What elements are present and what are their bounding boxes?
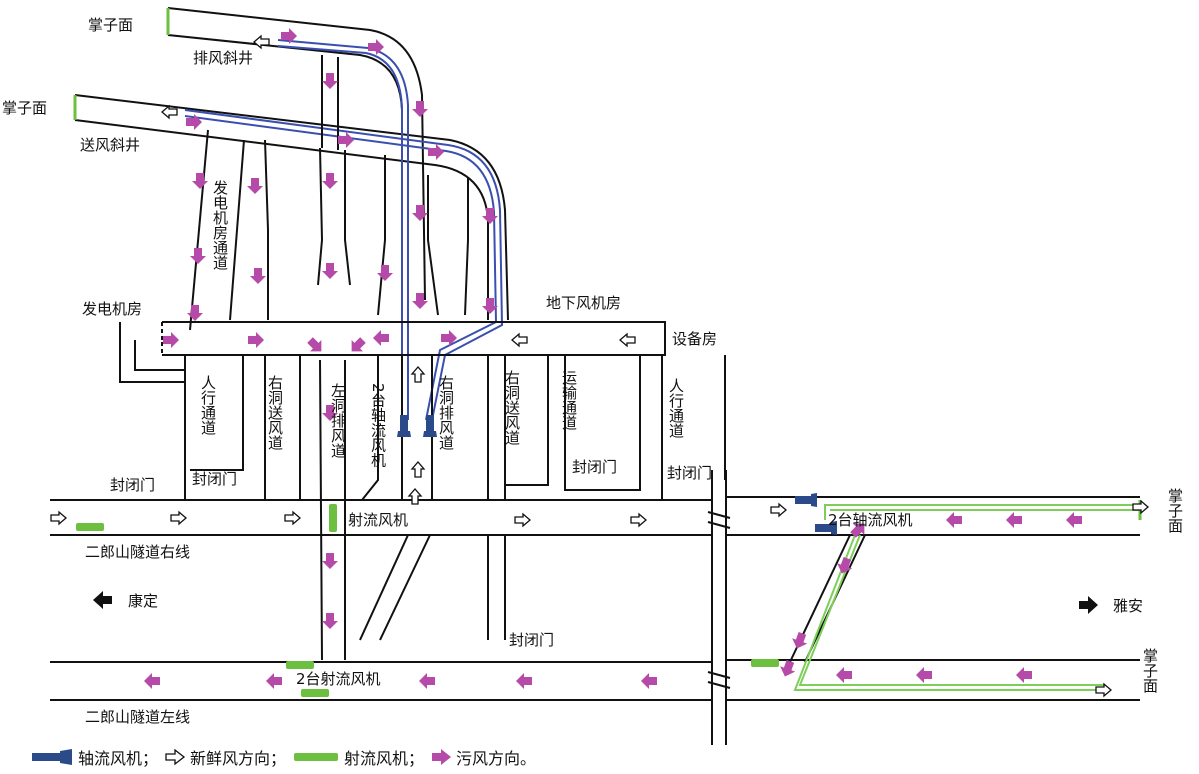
- label-supply-shaft: 送风斜井: [80, 136, 140, 154]
- label-transport-passage: 运输通道: [560, 370, 578, 430]
- label-exhaust-shaft: 排风斜井: [193, 49, 253, 67]
- label-face-top2: 掌子面: [2, 99, 47, 117]
- label-right-supply-duct-2: 右洞送风道: [503, 370, 521, 445]
- left-line-tunnel: [50, 659, 1140, 701]
- blue-air-duct: [184, 39, 504, 421]
- legend-stale-air: 污风方向。: [430, 745, 536, 769]
- stale-air-arrows: [144, 28, 1082, 689]
- axial-fan-icon: [32, 749, 72, 765]
- label-two-axial-fans-vertical: 2台轴流风机: [369, 383, 387, 469]
- label-sealed-door-3: 封闭门: [572, 458, 617, 476]
- jet-fan-icon: [329, 504, 337, 532]
- vertical-passages: [189, 55, 469, 331]
- label-generator-room: 发电机房: [82, 300, 142, 318]
- label-sealed-door-5: 封闭门: [509, 631, 554, 649]
- legend-axial-fan-label: 轴流风机；: [78, 749, 159, 768]
- jet-fan-icon: [76, 523, 104, 531]
- legend-stale-air-label: 污风方向。: [456, 749, 537, 768]
- label-generator-passage: 发电机房通道: [211, 180, 229, 270]
- label-kangding: 康定: [128, 592, 158, 610]
- label-sealed-door-2: 封闭门: [192, 470, 237, 488]
- label-underground-fan-room: 地下风机房: [546, 294, 621, 312]
- fresh-air-arrows: [50, 35, 1149, 697]
- label-right-supply-duct-1: 右洞送风道: [266, 375, 284, 450]
- label-left-line: 二郎山隧道左线: [85, 708, 190, 726]
- stale-air-arrow-icon: [432, 749, 452, 765]
- right-line-tunnel: [50, 496, 1140, 536]
- label-left-exhaust-duct: 左洞排风道: [329, 383, 347, 458]
- label-pedestrian-passage-1: 人行通道: [199, 375, 217, 435]
- legend-jet-fan: 射流风机；: [292, 745, 424, 769]
- label-two-axial-fans: 2台轴流风机: [828, 511, 913, 529]
- fresh-air-arrow-icon: [165, 749, 186, 765]
- legend-axial-fan: 轴流风机；: [30, 745, 158, 769]
- label-sealed-door-1: 封闭门: [110, 476, 155, 494]
- jet-fan-icon: [301, 689, 329, 697]
- legend-jet-fan-label: 射流风机；: [344, 749, 425, 768]
- label-right-exhaust-duct: 右洞排风道: [437, 375, 455, 450]
- label-face-top1: 掌子面: [88, 16, 133, 34]
- label-two-jet-fans: 2台射流风机: [296, 670, 381, 688]
- jet-fan-icon: [751, 659, 779, 667]
- jet-fan-icon: [294, 753, 339, 761]
- label-pedestrian-passage-2: 人行通道: [667, 378, 685, 438]
- yaan-direction-icon: [1079, 596, 1098, 614]
- legend-fresh-air-label: 新鲜风方向；: [190, 749, 287, 768]
- right-cross-passage: [789, 500, 1142, 691]
- label-face-right-bottom: 掌子面: [1141, 648, 1159, 693]
- label-sealed-door-4: 封闭门: [667, 464, 712, 482]
- label-face-right-top: 掌子面: [1166, 488, 1184, 533]
- axial-fan-icon: [795, 493, 817, 507]
- break-marks: [707, 470, 731, 745]
- label-yaan: 雅安: [1113, 597, 1143, 615]
- kangding-direction-icon: [93, 591, 112, 609]
- supply-inclined-shaft: [74, 94, 509, 321]
- axial-fan-icon: [423, 415, 437, 437]
- label-equipment-room: 设备房: [672, 330, 717, 348]
- jet-fan-icon: [286, 661, 314, 669]
- label-jet-fan: 射流风机: [348, 511, 408, 529]
- legend-fresh-air: 新鲜风方向；: [164, 745, 286, 769]
- gallery: [119, 321, 666, 383]
- legend: 轴流风机； 新鲜风方向； 射流风机； 污风方向。: [30, 744, 536, 770]
- label-right-line: 二郎山隧道右线: [85, 543, 190, 561]
